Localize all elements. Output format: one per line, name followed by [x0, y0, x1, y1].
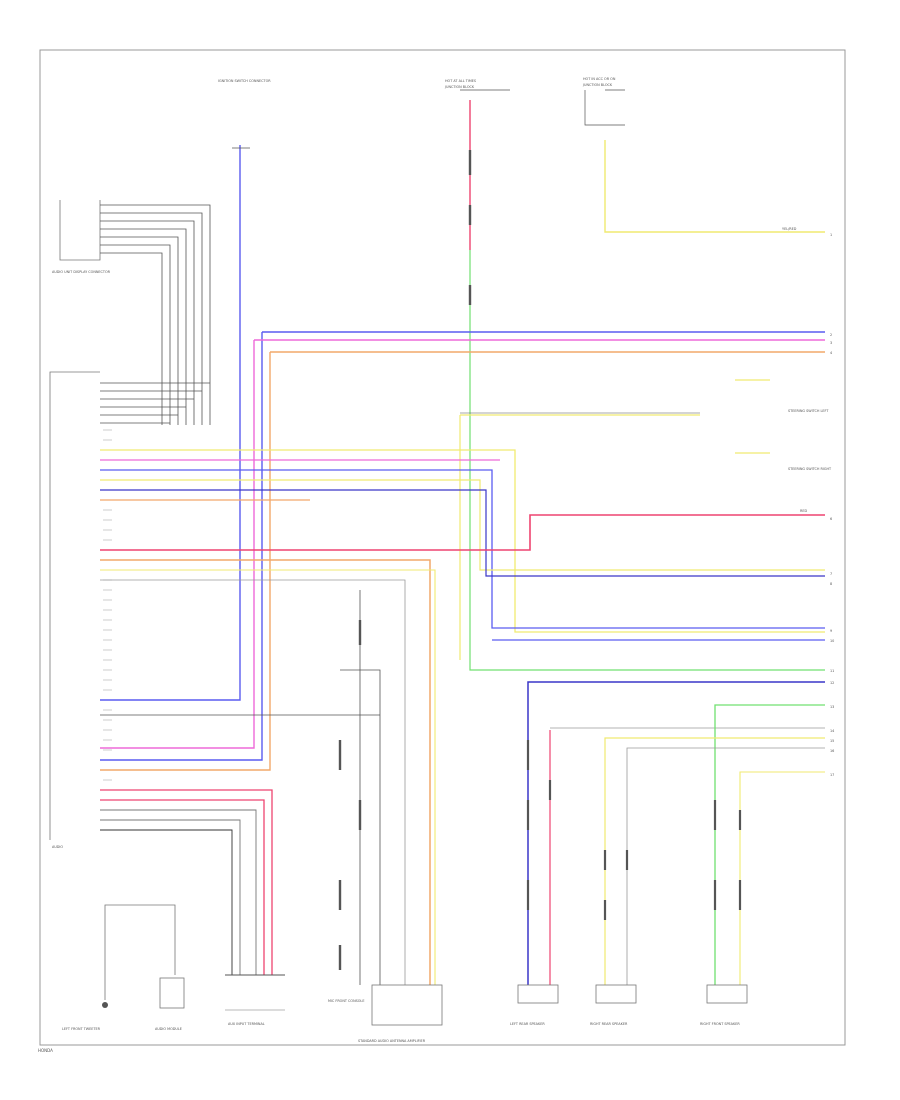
wire-green-fuse: [469, 250, 825, 671]
wire-blue-mid: [100, 469, 825, 629]
svg-text:11: 11: [830, 669, 834, 673]
svg-text:16: 16: [830, 749, 834, 753]
steering-switch-2: STEERING SWITCH RIGHT: [788, 467, 832, 471]
wire-blue-ignition: [100, 145, 241, 701]
yellow-top-label: YEL/RED: [782, 227, 797, 231]
left-rear-speaker-label: LEFT REAR SPEAKER: [510, 1022, 545, 1026]
svg-text:8: 8: [830, 582, 832, 586]
steering-switch-1: STEERING SWITCH LEFT: [788, 409, 829, 413]
aux-input-label: AUX INPUT TERMINAL: [228, 1022, 265, 1026]
svg-text:14: 14: [830, 729, 834, 733]
fuse-right-label: HOT IN ACC OR ON: [583, 77, 616, 81]
mic-dashes: [338, 620, 362, 970]
wire-blue-upper: [100, 331, 825, 761]
wire-purple-mid: [100, 489, 825, 577]
upper-bundle: [100, 204, 211, 425]
fuse-right-sub: JUNCTION BLOCK: [582, 83, 613, 87]
footer-label: HONDA: [38, 1048, 53, 1053]
svg-text:2: 2: [830, 333, 832, 337]
wire-yellow-steer: [459, 414, 700, 660]
right-rear-speaker-box: [595, 984, 637, 1004]
diagram-frame: [39, 49, 846, 1046]
wire-yellow-mid: [100, 449, 825, 633]
wire-pink-upper: [100, 339, 825, 749]
right-front-speaker-box: [706, 984, 748, 1004]
left-front-tweeter-label: LEFT FRONT TWEETER: [62, 1027, 101, 1031]
fuse-bracket-right: [584, 89, 625, 126]
svg-text:4: 4: [830, 351, 832, 355]
wire-yellow-speaker-2: [739, 771, 825, 985]
svg-text:1: 1: [830, 233, 832, 237]
tweeter-wire: [104, 904, 176, 1000]
lower-connector-box: [49, 371, 100, 840]
svg-text:10: 10: [830, 639, 834, 643]
wire-red-main: [100, 514, 825, 551]
wire-black-mic: [100, 590, 381, 985]
fuse-left-label: HOT AT ALL TIMES: [445, 79, 476, 83]
upper-bundle-to-lower: [100, 382, 210, 424]
wire-red-bundle-2: [100, 799, 265, 975]
mic-label: MIC FRONT CONSOLE: [328, 999, 364, 1003]
wire-black-bundle: [100, 829, 233, 975]
svg-text:3: 3: [830, 341, 832, 345]
speaker-dashes: [526, 740, 742, 920]
right-pin-numbers: 1 2 3 4 6 7 8 9 10 11 12 13 14 15 16 17: [830, 233, 834, 777]
wire-gray-bundle-2: [100, 819, 241, 975]
wire-gray-speaker-2: [626, 747, 825, 985]
upper-connector-label: AUDIO UNIT DISPLAY CONNECTOR: [52, 270, 111, 274]
lower-connector-label: AUDIO: [52, 845, 63, 849]
wire-purple-speaker-1: [527, 681, 825, 985]
svg-text:17: 17: [830, 773, 834, 777]
wire-gray-antenna: [100, 579, 406, 985]
ignition-label: IGNITION SWITCH CONNECTOR: [218, 79, 271, 83]
wire-gray-bundle-1: [100, 809, 257, 975]
audio-module-box: [159, 977, 185, 1009]
wire-orange-antenna: [100, 559, 431, 985]
antenna-amp-box: [371, 984, 443, 1026]
wire-green-speaker: [714, 704, 825, 985]
audio-module-label: AUDIO MODULE: [155, 1027, 182, 1031]
right-rear-speaker-label: RIGHT REAR SPEAKER: [590, 1022, 628, 1026]
antenna-amp-label: STANDARD AUDIO ANTENNA AMPLIFIER: [358, 1039, 426, 1043]
wire-yellow-top: [604, 140, 825, 233]
wire-red-bundle-1: [100, 789, 273, 975]
svg-text:9: 9: [830, 629, 832, 633]
wire-yellow-mid2: [100, 479, 825, 571]
svg-text:13: 13: [830, 705, 834, 709]
right-front-speaker-label: RIGHT FRONT SPEAKER: [700, 1022, 740, 1026]
left-rear-speaker-box: [517, 984, 559, 1004]
upper-connector-box: [59, 200, 101, 261]
wire-yellow-antenna: [100, 569, 436, 985]
left-front-tweeter: [102, 1002, 108, 1008]
red-label: RED: [800, 509, 807, 513]
steering-small-wires: [735, 379, 770, 454]
fuse-left-sub: JUNCTION BLOCK: [444, 85, 475, 89]
svg-text:6: 6: [830, 517, 832, 521]
wire-orange-upper: [100, 351, 825, 771]
svg-text:15: 15: [830, 739, 834, 743]
svg-text:12: 12: [830, 681, 834, 685]
svg-text:7: 7: [830, 572, 832, 576]
